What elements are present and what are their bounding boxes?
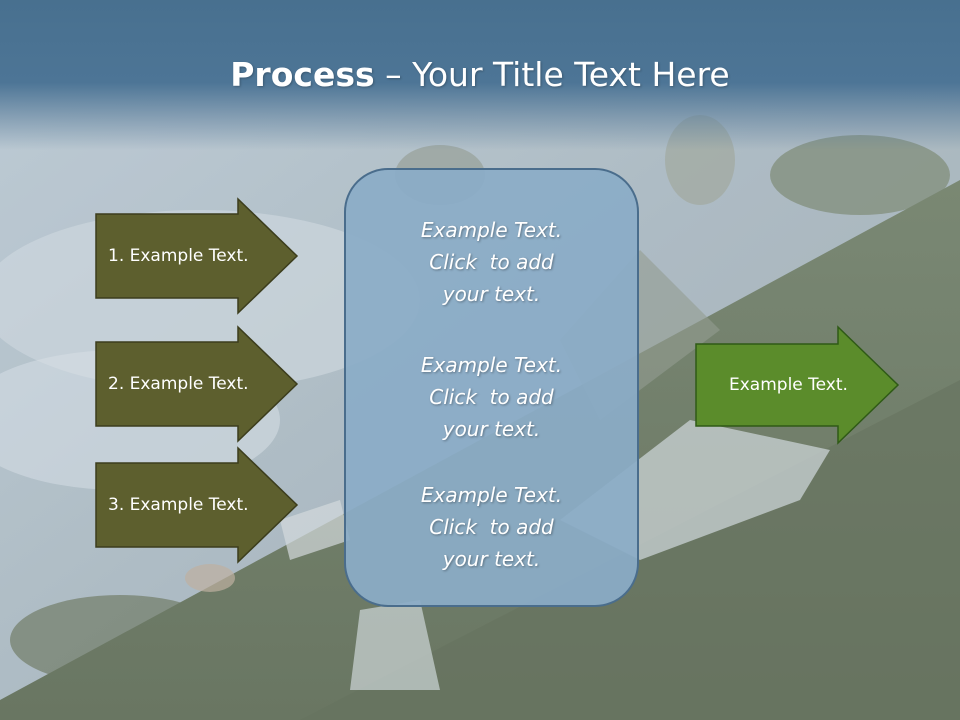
result-arrow-shape [695,325,900,445]
center-paragraph-2: Example Text. Click to add your text. [346,349,637,445]
arrow-shape-1 [95,197,299,315]
slide-title[interactable]: Process – Your Title Text Here [0,50,960,100]
center-p1-line1: Example Text. [420,218,563,242]
center-p2-line3: your text. [442,417,541,441]
step-arrow-2-label: 2. Example Text. [108,374,249,394]
center-p3-line2: Click to add [429,515,554,539]
center-p1-line3: your text. [442,282,541,306]
step-arrow-1-label: 1. Example Text. [108,246,249,266]
center-paragraph-1: Example Text. Click to add your text. [346,214,637,310]
title-bold-part: Process [230,55,375,94]
center-p2-line2: Click to add [429,385,554,409]
center-p1-line2: Click to add [429,250,554,274]
arrow-shape-2 [95,325,299,443]
result-arrow-label: Example Text. [729,375,848,395]
step-arrow-3[interactable]: 3. Example Text. [95,446,299,564]
step-arrow-1[interactable]: 1. Example Text. [95,197,299,315]
title-band [0,0,960,150]
center-paragraph-3: Example Text. Click to add your text. [346,479,637,575]
step-arrow-3-label: 3. Example Text. [108,495,249,515]
center-p3-line1: Example Text. [420,483,563,507]
arrow-shape-3 [95,446,299,564]
result-arrow[interactable]: Example Text. [695,325,900,445]
title-rest-part: – Your Title Text Here [374,55,730,94]
center-p2-line1: Example Text. [420,353,563,377]
center-p3-line3: your text. [442,547,541,571]
step-arrow-2[interactable]: 2. Example Text. [95,325,299,443]
center-text-box[interactable]: Example Text. Click to add your text. Ex… [344,168,639,607]
